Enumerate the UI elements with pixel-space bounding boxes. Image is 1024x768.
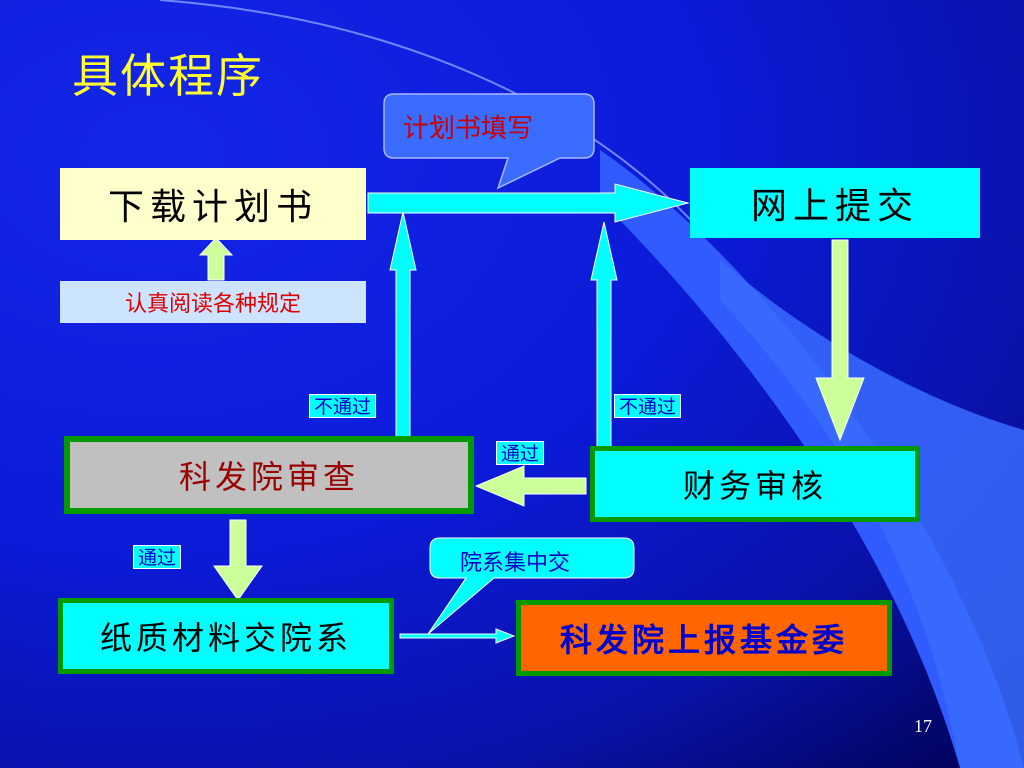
node-paper-materials-label: 纸质材料交院系 <box>63 603 389 669</box>
background-swoosh-light <box>720 260 1024 768</box>
node-finance-review: 财务审核 <box>590 446 920 522</box>
node-read-rules: 认真阅读各种规定 <box>60 281 366 323</box>
callout-fill-plan-text: 计划书填写 <box>403 114 534 144</box>
node-report-committee: 科发院上报基金委 <box>516 600 892 676</box>
slide-title: 具体程序 <box>72 49 264 103</box>
background-swoosh-thin <box>159 0 701 231</box>
arrow-review-fail-up <box>389 211 417 441</box>
background-swoosh-band <box>600 150 1024 768</box>
node-download-plan: 下载计划书 <box>60 168 366 240</box>
arrow-submit-to-finance <box>815 239 865 442</box>
node-paper-materials: 纸质材料交院系 <box>58 598 394 674</box>
arrow-review-to-paper <box>213 519 263 601</box>
callout-fill-plan-bubble <box>383 93 595 190</box>
arrow-paper-to-report <box>399 628 516 644</box>
edge-label-fail-right: 不通过 <box>614 394 682 418</box>
page-number: 17 <box>914 716 932 736</box>
edge-label-pass-finance: 通过 <box>496 441 545 465</box>
node-report-committee-label: 科发院上报基金委 <box>521 605 887 671</box>
callout-dept-collect-text: 院系集中交 <box>460 551 571 576</box>
arrow-read-to-download <box>198 237 234 281</box>
edge-label-pass-review: 通过 <box>133 545 182 569</box>
arrow-finance-to-review <box>474 465 587 507</box>
edge-label-fail-left: 不通过 <box>309 394 377 418</box>
node-research-review: 科发院审查 <box>64 436 474 514</box>
node-finance-review-label: 财务审核 <box>595 451 915 517</box>
node-research-review-label: 科发院审查 <box>70 442 468 508</box>
arrow-finance-fail-up <box>590 221 618 449</box>
node-online-submit: 网上提交 <box>690 168 980 238</box>
callout-dept-collect-bubble <box>427 537 635 635</box>
arrow-download-to-submit <box>367 183 690 223</box>
